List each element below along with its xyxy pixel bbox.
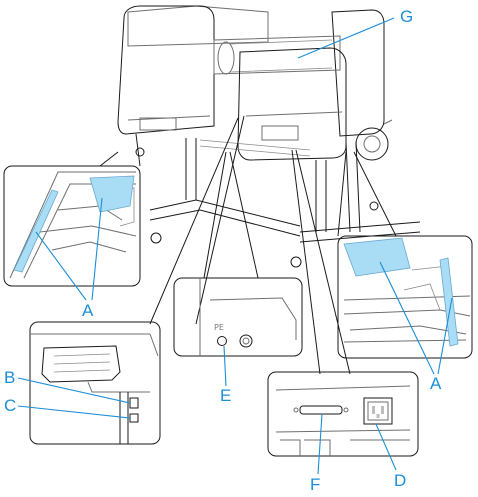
detail-panel-rear-left	[3, 165, 141, 287]
label-b: B	[4, 368, 15, 387]
label-a-right: A	[430, 374, 442, 393]
power-inlet-d	[363, 397, 393, 425]
callout-leaders	[17, 17, 453, 475]
lan-port-b	[129, 397, 139, 409]
usb-port-c	[129, 413, 139, 423]
detail-panel-power-connectors	[267, 371, 419, 457]
detail-leader-lines	[99, 115, 397, 375]
label-e: E	[220, 386, 231, 405]
label-a-left: A	[82, 301, 94, 320]
rail-highlight	[439, 257, 459, 347]
label-g: G	[400, 7, 413, 26]
detail-panel-ground-terminal: PE	[173, 277, 303, 357]
detail-panel-rear-right	[337, 235, 473, 359]
label-d: D	[394, 471, 406, 490]
detail-panel-network-ports	[29, 321, 161, 445]
rail-highlight	[13, 189, 59, 273]
printer-illustration	[117, 5, 421, 268]
ground-screw	[217, 336, 227, 346]
callout-labels: G A A B C E F D	[4, 7, 442, 494]
pe-marking: PE	[214, 323, 224, 332]
label-f: F	[310, 475, 320, 494]
cover-highlight	[343, 237, 411, 277]
label-c: C	[4, 396, 16, 415]
interface-connector-f	[299, 405, 343, 415]
